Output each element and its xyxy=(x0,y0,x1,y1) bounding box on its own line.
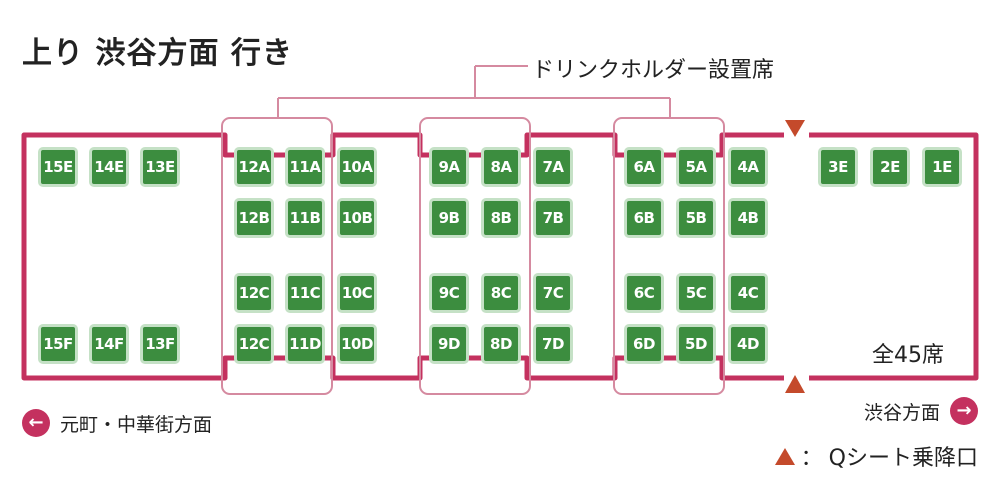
right-arrow-icon: → xyxy=(950,397,978,425)
seat[interactable]: 10D xyxy=(337,324,377,364)
seat[interactable]: 14F xyxy=(89,324,129,364)
seat[interactable]: 11C xyxy=(285,273,325,313)
seat[interactable]: 13E xyxy=(140,147,180,187)
seat[interactable]: 5C xyxy=(676,273,716,313)
direction-right: 渋谷方面 → xyxy=(864,396,978,426)
seat[interactable]: 8A xyxy=(481,147,521,187)
seat[interactable]: 6D xyxy=(624,324,664,364)
legend-colon: ： xyxy=(800,446,823,471)
seat[interactable]: 11A xyxy=(285,147,325,187)
seat[interactable]: 10A xyxy=(337,147,377,187)
seat[interactable]: 2E xyxy=(870,147,910,187)
seat[interactable]: 4C xyxy=(728,273,768,313)
seat[interactable]: 4D xyxy=(728,324,768,364)
seat[interactable]: 10B xyxy=(337,198,377,238)
direction-right-label: 渋谷方面 xyxy=(863,401,940,424)
seat[interactable]: 11B xyxy=(285,198,325,238)
seat[interactable]: 9C xyxy=(429,273,469,313)
door-marker-top xyxy=(785,120,805,137)
seat[interactable]: 15F xyxy=(38,324,78,364)
seat[interactable]: 7D xyxy=(533,324,573,364)
seat[interactable]: 8B xyxy=(481,198,521,238)
seat[interactable]: 9D xyxy=(429,324,469,364)
seat[interactable]: 7B xyxy=(533,198,573,238)
seat[interactable]: 4A xyxy=(728,147,768,187)
seat[interactable]: 9B xyxy=(429,198,469,238)
seat[interactable]: 12A xyxy=(234,147,274,187)
seat[interactable]: 12B xyxy=(234,198,274,238)
seat[interactable]: 6C xyxy=(624,273,664,313)
car-outline-right xyxy=(809,132,979,381)
seat[interactable]: 4B xyxy=(728,198,768,238)
page-title: 上り 渋谷方面 行き xyxy=(22,36,293,71)
seat[interactable]: 8C xyxy=(481,273,521,313)
seat[interactable]: 3E xyxy=(818,147,858,187)
seat[interactable]: 7C xyxy=(533,273,573,313)
drink-holder-bracket xyxy=(277,65,671,118)
seat[interactable]: 12C xyxy=(234,273,274,313)
seat[interactable]: 11D xyxy=(285,324,325,364)
legend-text: Qシート乗降口 xyxy=(828,446,978,471)
seat[interactable]: 1E xyxy=(922,147,962,187)
direction-left-label: 元町・中華街方面 xyxy=(60,413,213,436)
seat[interactable]: 12C xyxy=(234,324,274,364)
door-marker-bottom xyxy=(785,375,805,393)
seat[interactable]: 6A xyxy=(624,147,664,187)
seat[interactable]: 8D xyxy=(481,324,521,364)
seat[interactable]: 10C xyxy=(337,273,377,313)
car-outline-left xyxy=(21,132,784,381)
drink-holder-label: ドリンクホルダー設置席 xyxy=(532,58,775,83)
seat[interactable]: 7A xyxy=(533,147,573,187)
drink-holder-highlights xyxy=(221,117,725,395)
seat[interactable]: 5D xyxy=(676,324,716,364)
triangle-marker-icon xyxy=(774,447,795,465)
seat[interactable]: 9A xyxy=(429,147,469,187)
seat[interactable]: 5A xyxy=(676,147,716,187)
direction-left: ← 元町・中華街方面 xyxy=(22,408,212,438)
capacity-label: 全45席 xyxy=(872,343,944,368)
seat[interactable]: 13F xyxy=(140,324,180,364)
seat[interactable]: 5B xyxy=(676,198,716,238)
door-legend: ： Qシート乗降口 xyxy=(774,440,978,472)
seat[interactable]: 6B xyxy=(624,198,664,238)
seat[interactable]: 15E xyxy=(38,147,78,187)
left-arrow-icon: ← xyxy=(22,409,50,437)
seat[interactable]: 14E xyxy=(89,147,129,187)
